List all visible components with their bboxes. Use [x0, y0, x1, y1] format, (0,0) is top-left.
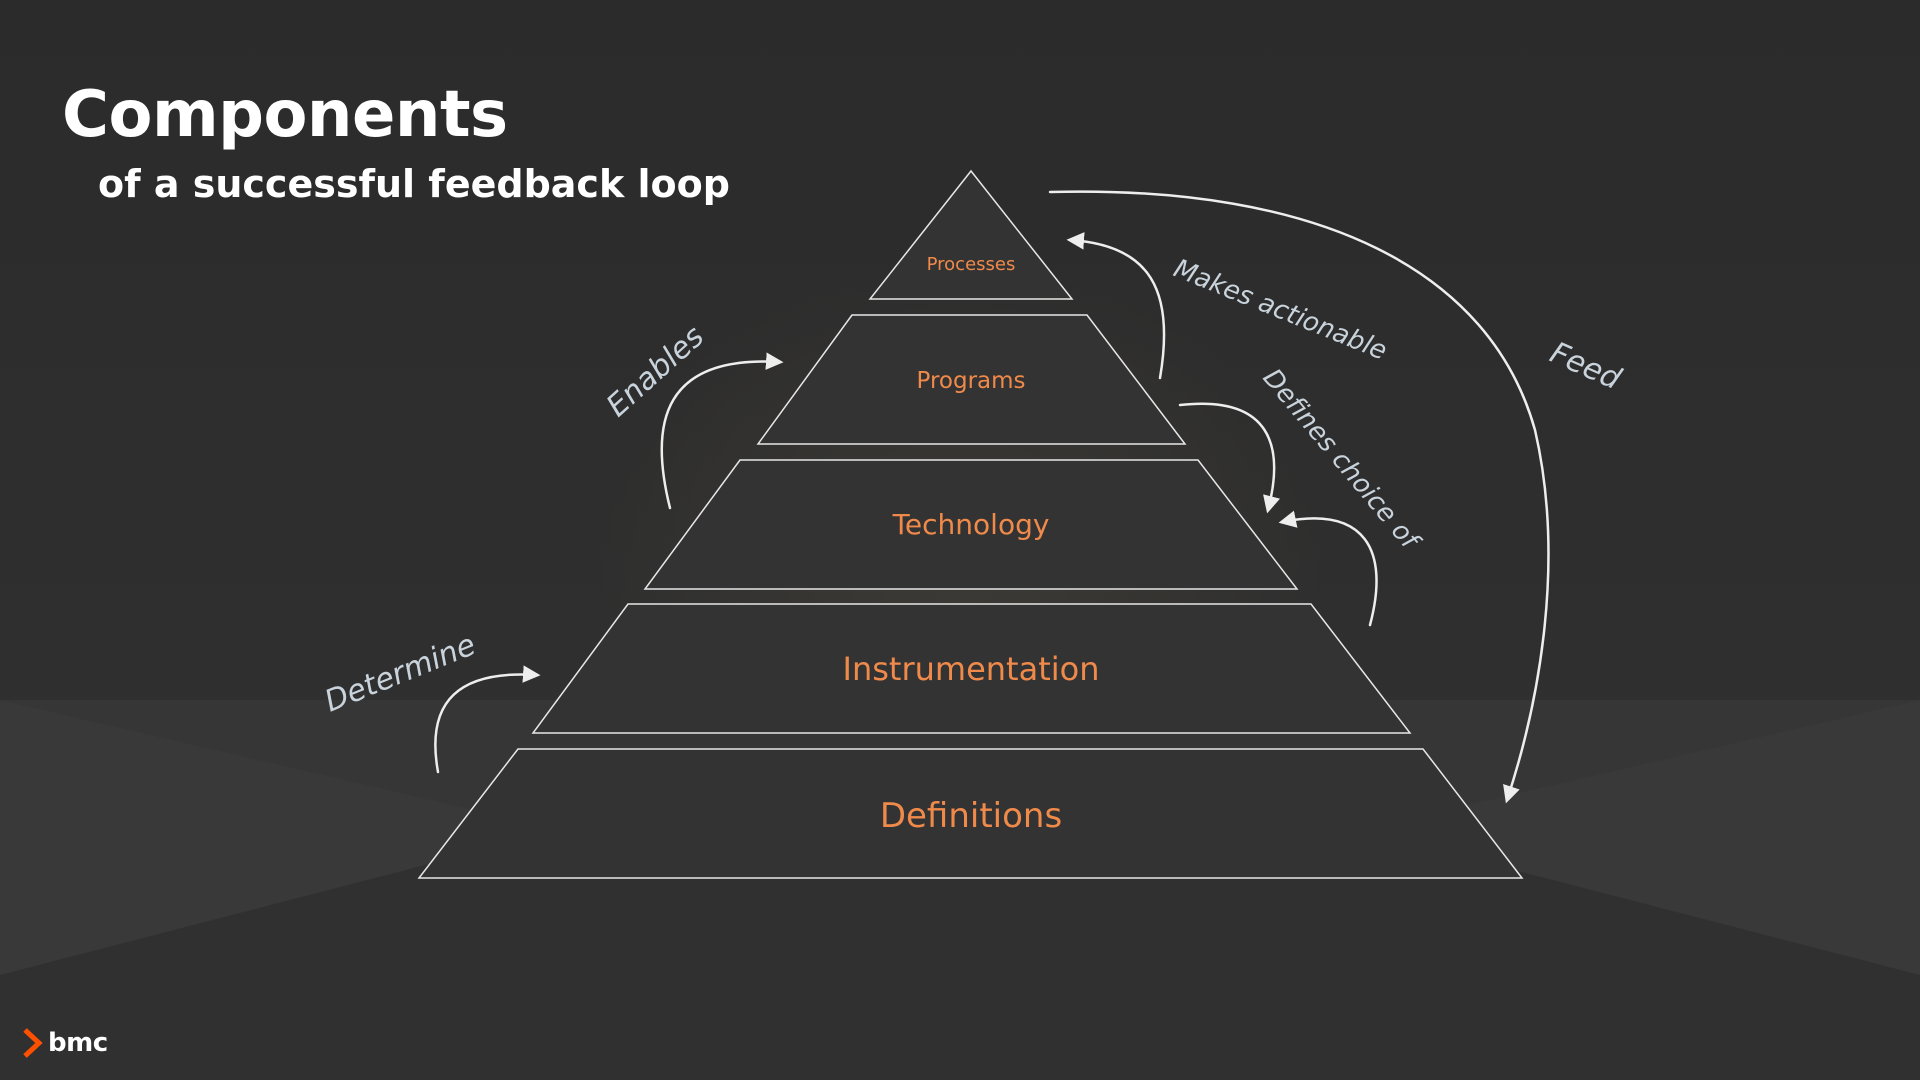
arrow-defines-choice-lower	[1278, 510, 1378, 627]
pyramid-tier-definitions: Definitions	[417, 748, 1524, 879]
tier-label-instrumentation: Instrumentation	[843, 650, 1100, 688]
arrow-makes-actionable	[1066, 232, 1166, 380]
bmc-chevron-logo-icon	[23, 1028, 43, 1058]
annotation-defines-choice-of: Defines choice of	[1257, 363, 1427, 557]
pyramid-tier-technology: Technology	[643, 459, 1299, 590]
logo-text: bmc	[48, 1028, 108, 1058]
pyramid-tier-programs: Programs	[756, 314, 1187, 445]
arrow-determine	[434, 665, 541, 774]
pyramid-tier-processes: Processes	[868, 169, 1074, 300]
pyramid-tier-instrumentation: Instrumentation	[531, 603, 1412, 734]
arrow-defines-choice-upper	[1178, 402, 1281, 514]
annotation-determine: Determine	[320, 627, 481, 719]
slide-subtitle: of a successful feedback loop	[98, 162, 730, 206]
annotation-makes-actionable: Makes actionable	[1169, 254, 1391, 367]
tier-label-processes: Processes	[927, 254, 1016, 275]
tier-label-programs: Programs	[916, 368, 1025, 394]
annotation-feed: Feed	[1545, 335, 1627, 397]
tier-label-definitions: Definitions	[880, 796, 1062, 836]
bmc-logo: bmc	[22, 1028, 108, 1058]
arrow-enables	[660, 352, 784, 510]
annotation-enables: Enables	[600, 319, 711, 424]
arrow-feed	[1048, 190, 1550, 804]
slide-title: Components	[62, 78, 508, 152]
tier-label-technology: Technology	[892, 508, 1050, 541]
